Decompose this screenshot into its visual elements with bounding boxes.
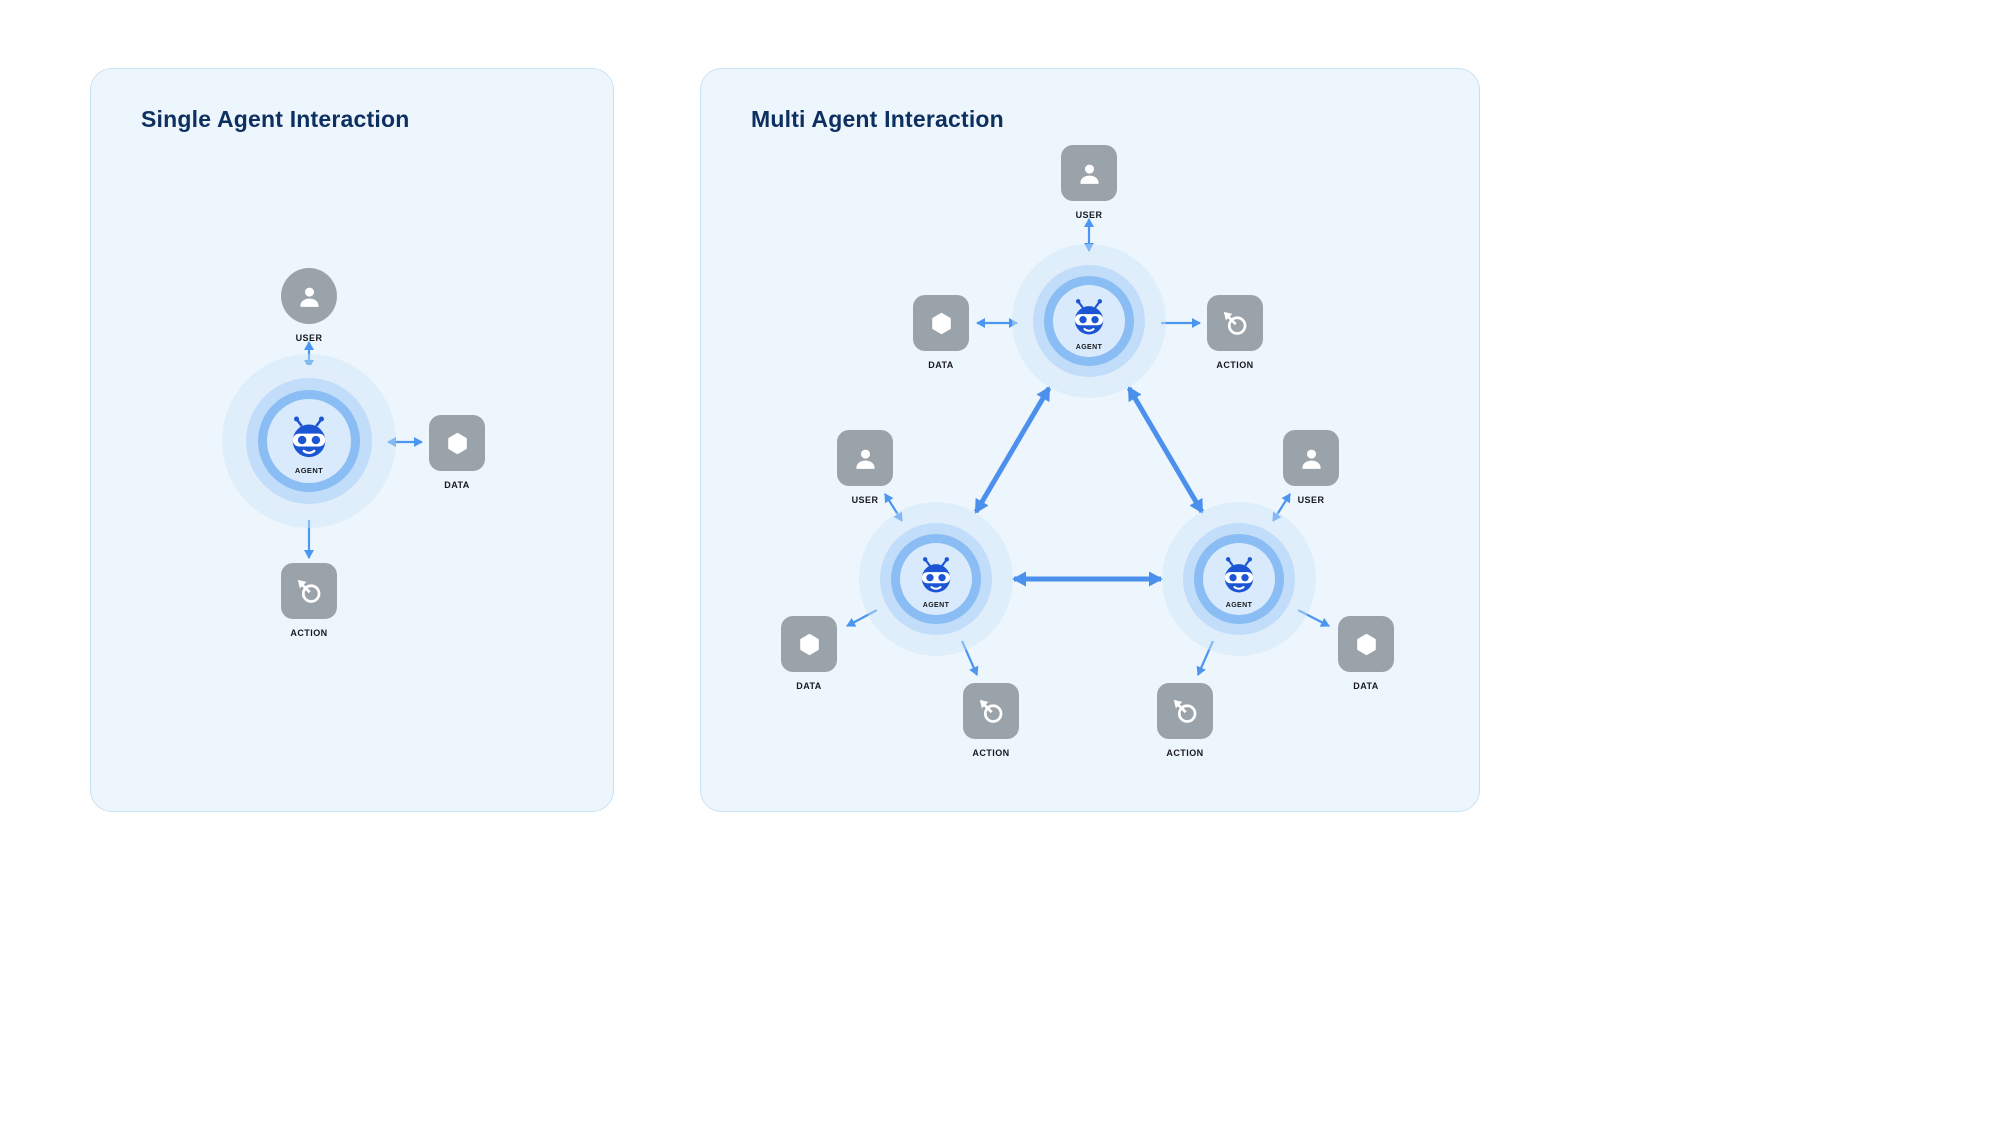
agent-core: AGENT: [1053, 285, 1125, 357]
agent-mid-ring: AGENT: [1183, 523, 1295, 635]
agent-mid-ring: AGENT: [880, 523, 992, 635]
robot-icon: [1219, 555, 1259, 595]
user-label: USER: [1075, 210, 1103, 220]
agent-outer-ring: AGENT: [869, 512, 1003, 646]
agent-core: AGENT: [900, 543, 972, 615]
robot-icon: [916, 555, 956, 595]
agent-label: AGENT: [1225, 602, 1253, 609]
user-icon: [837, 430, 893, 486]
data-label: DATA: [928, 360, 954, 370]
user-icon: [281, 268, 337, 324]
user-node: USER: [1061, 145, 1117, 220]
action-label: ACTION: [290, 628, 328, 638]
data-label: DATA: [796, 681, 822, 691]
agent-inner-ring: AGENT: [1194, 534, 1284, 624]
data-node: DATA: [429, 415, 485, 490]
click-action-icon: [281, 563, 337, 619]
action-label: ACTION: [972, 748, 1010, 758]
agent-core: AGENT: [1203, 543, 1275, 615]
agent-node-bottom-left: AGENT: [869, 512, 1003, 646]
action-node: ACTION: [1157, 683, 1213, 758]
agent-node-top: AGENT: [1022, 254, 1156, 388]
hexagon-data-icon: [429, 415, 485, 471]
robot-icon: [286, 414, 332, 460]
agent-outer-ring: AGENT: [233, 365, 385, 517]
agent-mid-ring: AGENT: [1033, 265, 1145, 377]
user-label: USER: [295, 333, 323, 343]
agent-label: AGENT: [1075, 344, 1103, 351]
agent-node: AGENT: [233, 365, 385, 517]
data-node: DATA: [913, 295, 969, 370]
user-label: USER: [1297, 495, 1325, 505]
hexagon-data-icon: [781, 616, 837, 672]
action-node: ACTION: [963, 683, 1019, 758]
arrow-bragent-action: [1196, 640, 1215, 676]
arrow-agent-top-bottomleft: [973, 386, 1052, 514]
hexagon-data-icon: [913, 295, 969, 351]
arrow-agent-top-bottomright: [1126, 386, 1205, 514]
agent-label: AGENT: [922, 602, 950, 609]
data-label: DATA: [444, 480, 470, 490]
agent-outer-ring: AGENT: [1022, 254, 1156, 388]
user-label: USER: [851, 495, 879, 505]
arrow-blagent-action: [960, 640, 979, 676]
agent-node-bottom-right: AGENT: [1172, 512, 1306, 646]
user-node: USER: [837, 430, 893, 505]
agent-outer-ring: AGENT: [1172, 512, 1306, 646]
single-panel-title: Single Agent Interaction: [141, 106, 410, 132]
user-node: USER: [281, 268, 337, 343]
action-node: ACTION: [1207, 295, 1263, 370]
hexagon-data-icon: [1338, 616, 1394, 672]
click-action-icon: [1157, 683, 1213, 739]
single-agent-panel: Single Agent Interaction USER AGENT: [90, 68, 614, 812]
click-action-icon: [963, 683, 1019, 739]
action-node: ACTION: [281, 563, 337, 638]
agent-core: AGENT: [267, 399, 351, 483]
agent-inner-ring: AGENT: [1044, 276, 1134, 366]
multi-agent-panel: Multi Agent Interaction USER: [700, 68, 1480, 812]
user-node: USER: [1283, 430, 1339, 505]
robot-icon: [1069, 297, 1109, 337]
action-label: ACTION: [1166, 748, 1204, 758]
multi-panel-title: Multi Agent Interaction: [751, 106, 1004, 132]
click-action-icon: [1207, 295, 1263, 351]
data-node: DATA: [781, 616, 837, 691]
data-label: DATA: [1353, 681, 1379, 691]
agent-inner-ring: AGENT: [891, 534, 981, 624]
action-label: ACTION: [1216, 360, 1254, 370]
agent-mid-ring: AGENT: [246, 378, 372, 504]
agent-inner-ring: AGENT: [258, 390, 360, 492]
user-icon: [1283, 430, 1339, 486]
agent-label: AGENT: [294, 466, 324, 475]
user-icon: [1061, 145, 1117, 201]
data-node: DATA: [1338, 616, 1394, 691]
